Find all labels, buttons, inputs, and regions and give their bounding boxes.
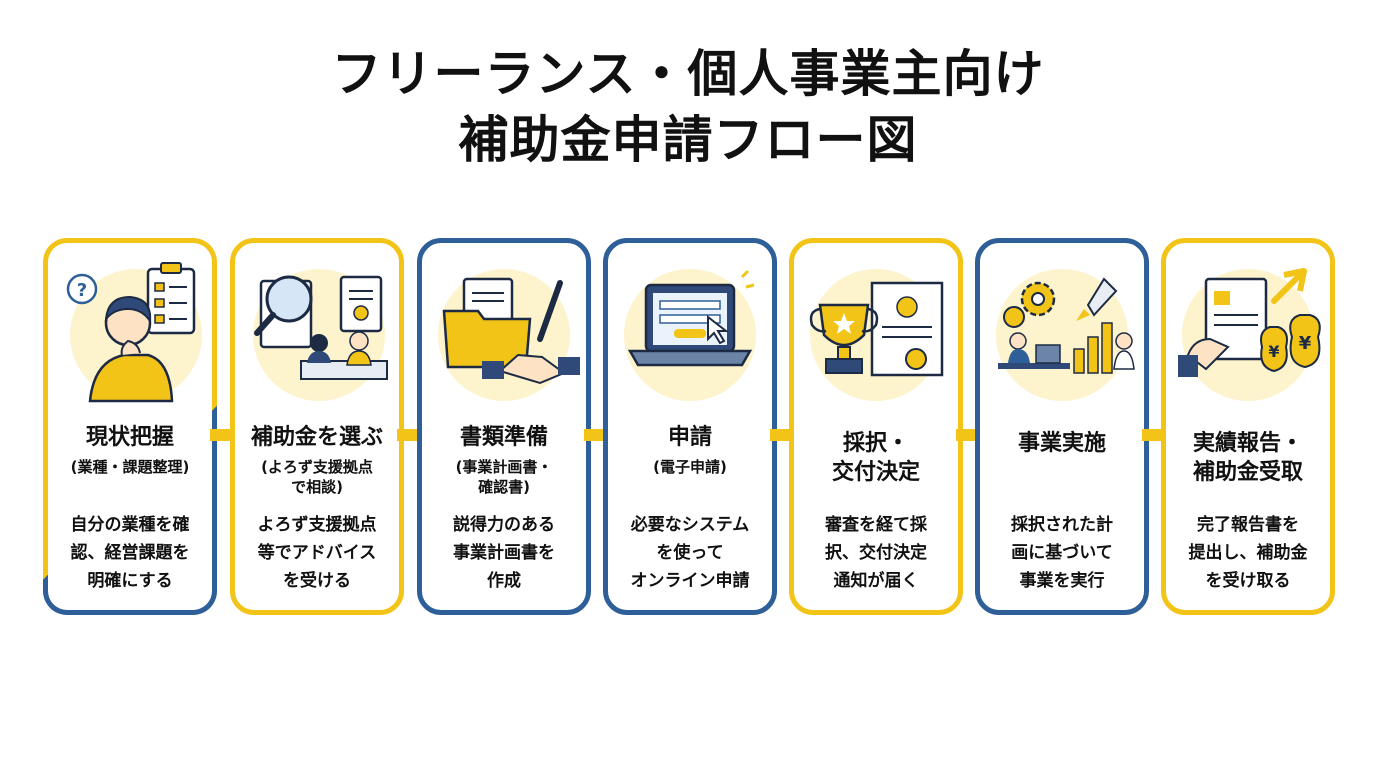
- gear-rocket-growth-icon: [980, 243, 1144, 411]
- step-subtitle: (電子申請): [653, 458, 727, 476]
- step-card-3: 書類準備 (事業計画書・ 確認書) 説得力のある 事業計画書を 作成: [417, 238, 591, 615]
- svg-text:?: ?: [77, 280, 87, 301]
- step-description: 説得力のある 事業計画書を 作成: [453, 515, 555, 591]
- magnifier-consultation-icon: [235, 243, 399, 411]
- step-description: 採択された計 画に基づいて 事業を実行: [1011, 515, 1113, 591]
- page-title-line1: フリーランス・個人事業主向け: [331, 45, 1045, 103]
- step-card-7: ¥ ¥ 実績報告・ 補助金受取 完了報告書を 提出し、補助金 を受け取る: [1161, 238, 1335, 615]
- step-card-2: 補助金を選ぶ (よろず支援拠点 で相談) よろず支援拠点 等でアドバイス を受け…: [230, 238, 404, 615]
- folder-handshake-icon: [422, 243, 586, 411]
- step-title: 事業実施: [1017, 431, 1106, 456]
- step-card-6: 事業実施 採択された計 画に基づいて 事業を実行: [975, 238, 1149, 615]
- step-description: 必要なシステム を使って オンライン申請: [630, 515, 750, 591]
- step-title: 採択・ 交付決定: [831, 431, 920, 485]
- step-title: 実績報告・ 補助金受取: [1192, 431, 1303, 485]
- step-subtitle: (業種・課題整理): [70, 458, 190, 476]
- step-description: 完了報告書を 提出し、補助金 を受け取る: [1188, 515, 1308, 591]
- step-title: 現状把握: [85, 425, 174, 450]
- step-description: よろず支援拠点 等でアドバイス を受ける: [257, 515, 377, 591]
- step-card-1: ? 現状把握 (業種・課題整理) 自分の業種を確 認、経営課題を 明確にする: [43, 238, 217, 615]
- step-description: 自分の業種を確 認、経営課題を 明確にする: [70, 515, 190, 591]
- step-title: 補助金を選ぶ: [250, 425, 383, 450]
- step-subtitle: (よろず支援拠点 で相談): [261, 458, 373, 496]
- step-subtitle: (事業計画書・ 確認書): [455, 458, 553, 496]
- page-title-line2: 補助金申請フロー図: [458, 111, 918, 169]
- step-title: 申請: [667, 425, 712, 450]
- trophy-certificate-icon: [794, 243, 958, 411]
- svg-text:¥: ¥: [1268, 342, 1279, 361]
- step-title: 書類準備: [459, 425, 548, 450]
- report-money-bags-icon: ¥ ¥: [1166, 243, 1330, 411]
- step-description: 審査を経て採 択、交付決定 通知が届く: [825, 515, 927, 591]
- thinking-person-clipboard-icon: ?: [48, 243, 212, 411]
- svg-text:¥: ¥: [1299, 333, 1312, 354]
- step-card-4: 申請 (電子申請) 必要なシステム を使って オンライン申請: [603, 238, 777, 615]
- step-card-5: 採択・ 交付決定 審査を経て採 択、交付決定 通知が届く: [789, 238, 963, 615]
- laptop-online-icon: [608, 243, 772, 411]
